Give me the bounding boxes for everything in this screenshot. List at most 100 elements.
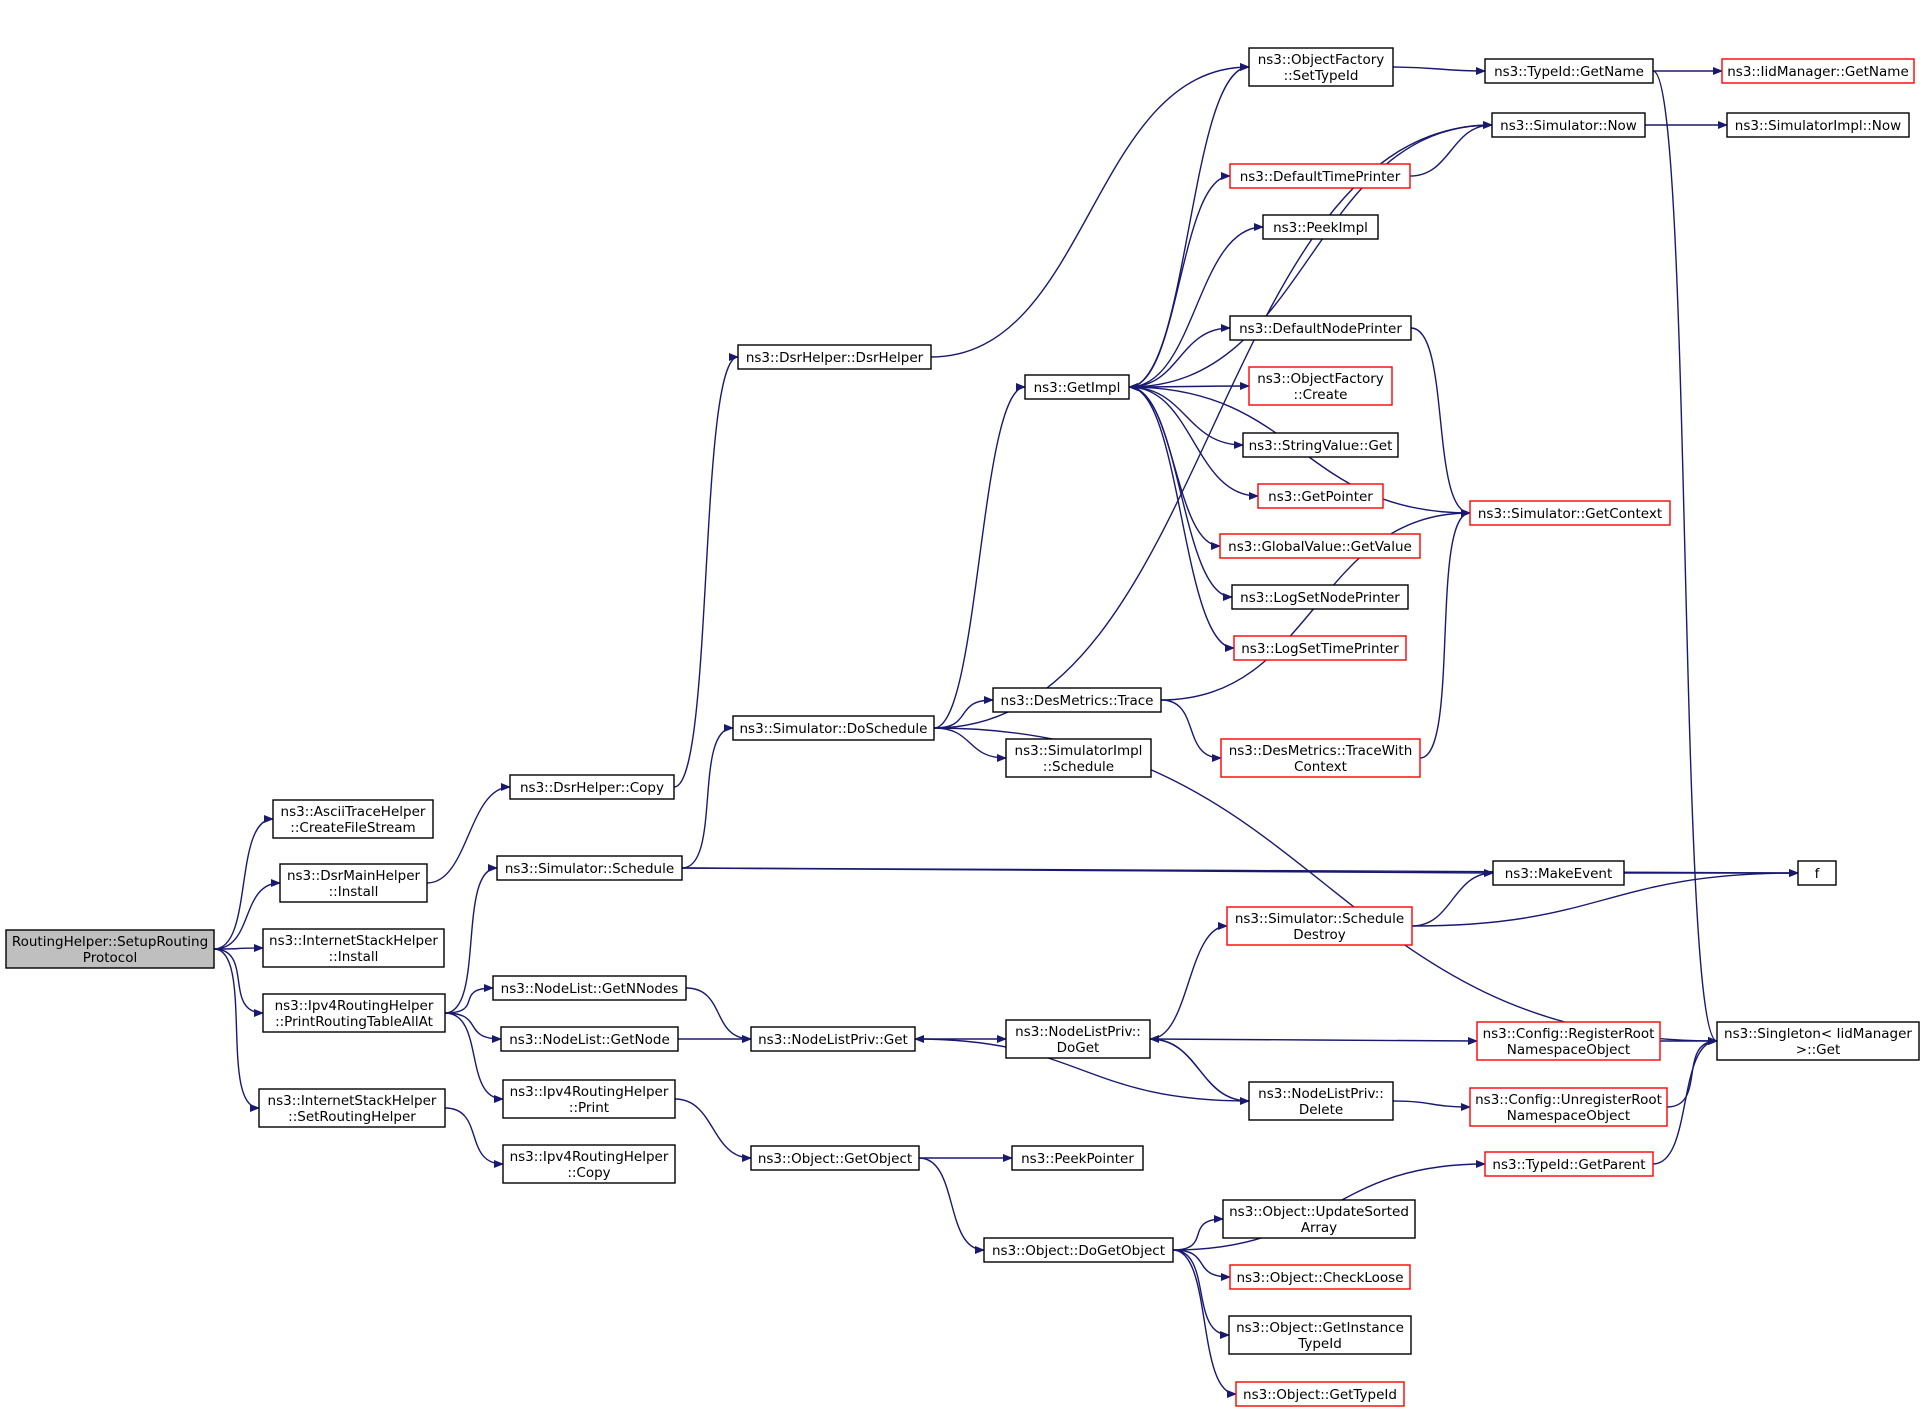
node-isinstall[interactable]: ns3::InternetStackHelper::Install bbox=[262, 928, 445, 968]
node-label: ns3::Singleton< IidManager bbox=[1724, 1026, 1912, 1042]
node-box bbox=[737, 344, 932, 370]
edge-getimpl-to-defnode bbox=[1128, 324, 1231, 388]
node-getctx[interactable]: ns3::Simulator::GetContext bbox=[1469, 500, 1671, 526]
node-getimpl[interactable]: ns3::GetImpl bbox=[1024, 374, 1130, 400]
node-box bbox=[1005, 1019, 1151, 1059]
edge-getimpl-to-getptr bbox=[1128, 386, 1259, 500]
edge-schedestroy-to-makeevent bbox=[1411, 869, 1494, 927]
edge-deftime-to-simnow bbox=[1409, 121, 1493, 177]
node-box bbox=[1716, 1021, 1920, 1061]
node-nlpget[interactable]: ns3::NodeListPriv::Get bbox=[750, 1026, 916, 1052]
node-dsrmain[interactable]: ns3::DsrMainHelper::Install bbox=[279, 863, 428, 903]
node-f[interactable]: f bbox=[1797, 860, 1837, 886]
node-tidgetname[interactable]: ns3::TypeId::GetName bbox=[1484, 58, 1654, 84]
node-label: ns3::ObjectFactory bbox=[1258, 52, 1385, 68]
node-settypeid[interactable]: ns3::ObjectFactory::SetTypeId bbox=[1248, 47, 1394, 87]
node-dosched[interactable]: ns3::Simulator::DoSchedule bbox=[732, 715, 935, 741]
node-box bbox=[1248, 47, 1394, 87]
node-checkloose[interactable]: ns3::Object::CheckLoose bbox=[1229, 1264, 1411, 1290]
node-label: ns3::ObjectFactory bbox=[1257, 371, 1384, 387]
node-setrh[interactable]: ns3::InternetStackHelper::SetRoutingHelp… bbox=[258, 1088, 446, 1128]
node-makeevent[interactable]: ns3::MakeEvent bbox=[1492, 860, 1625, 886]
node-dsrhelper[interactable]: ns3::DsrHelper::DsrHelper bbox=[737, 344, 932, 370]
node-label: DoGet bbox=[1057, 1040, 1100, 1056]
node-ascii[interactable]: ns3::AsciiTraceHelper::CreateFileStream bbox=[272, 799, 434, 839]
node-label: ns3::IidManager::GetName bbox=[1727, 64, 1909, 80]
edge-getimpl-to-deftime bbox=[1128, 172, 1231, 388]
edge-simnow-to-getimpl bbox=[1128, 124, 1493, 391]
node-label: ns3::NodeList::GetNNodes bbox=[501, 981, 679, 997]
node-strget[interactable]: ns3::StringValue::Get bbox=[1242, 432, 1399, 458]
node-label: ns3::SimulatorImpl::Now bbox=[1735, 118, 1901, 134]
node-ofcreate[interactable]: ns3::ObjectFactory::Create bbox=[1248, 366, 1393, 406]
node-schedule[interactable]: ns3::Simulator::Schedule bbox=[496, 855, 683, 881]
node-nlpdelete[interactable]: ns3::NodeListPriv::Delete bbox=[1248, 1081, 1394, 1121]
node-simimplsched[interactable]: ns3::SimulatorImpl::Schedule bbox=[1005, 738, 1152, 778]
node-box bbox=[1229, 1264, 1411, 1290]
node-unregroot[interactable]: ns3::Config::UnregisterRootNamespaceObje… bbox=[1469, 1087, 1668, 1127]
node-label: ns3::StringValue::Get bbox=[1249, 438, 1393, 454]
node-dsrcopy[interactable]: ns3::DsrHelper::Copy bbox=[509, 774, 675, 800]
node-label: ::SetTypeId bbox=[1284, 68, 1359, 84]
node-deftime[interactable]: ns3::DefaultTimePrinter bbox=[1229, 163, 1411, 189]
node-defnode[interactable]: ns3::DefaultNodePrinter bbox=[1229, 315, 1412, 341]
edge-doget-to-regroot bbox=[1149, 1036, 1478, 1045]
edge-tidgetname-to-singleton bbox=[1652, 70, 1718, 1045]
node-singleton[interactable]: ns3::Singleton< IidManager >::Get bbox=[1716, 1021, 1920, 1061]
node-getnn[interactable]: ns3::NodeList::GetNNodes bbox=[492, 975, 687, 1001]
node-box bbox=[992, 687, 1162, 713]
edge-getimpl-to-logtime bbox=[1128, 386, 1235, 652]
node-getnode[interactable]: ns3::NodeList::GetNode bbox=[500, 1026, 679, 1052]
node-printall[interactable]: ns3::Ipv4RoutingHelper::PrintRoutingTabl… bbox=[262, 993, 446, 1033]
node-trace[interactable]: ns3::DesMetrics::Trace bbox=[992, 687, 1162, 713]
edge-getparent-to-singleton bbox=[1652, 1037, 1718, 1165]
node-label: ::Schedule bbox=[1043, 759, 1114, 775]
node-label: ns3::Object::UpdateSorted bbox=[1229, 1204, 1409, 1220]
node-box bbox=[1229, 315, 1412, 341]
node-label: ns3::NodeListPriv:: bbox=[1258, 1086, 1384, 1102]
node-label: >::Get bbox=[1796, 1042, 1840, 1058]
node-simnow[interactable]: ns3::Simulator::Now bbox=[1491, 112, 1646, 138]
node-label: ns3::Object::GetInstance bbox=[1236, 1320, 1404, 1336]
node-label: ::Install bbox=[329, 949, 379, 965]
node-ipv4print[interactable]: ns3::Ipv4RoutingHelper::Print bbox=[502, 1079, 676, 1119]
node-iidgetname[interactable]: ns3::IidManager::GetName bbox=[1721, 58, 1915, 84]
node-ipv4copy[interactable]: ns3::Ipv4RoutingHelper::Copy bbox=[502, 1144, 676, 1184]
edge-dogetobj-to-getinst bbox=[1172, 1249, 1230, 1339]
node-box bbox=[750, 1145, 920, 1171]
node-simimplnow[interactable]: ns3::SimulatorImpl::Now bbox=[1726, 112, 1910, 138]
node-doget[interactable]: ns3::NodeListPriv::DoGet bbox=[1005, 1019, 1151, 1059]
node-getobject[interactable]: ns3::Object::GetObject bbox=[750, 1145, 920, 1171]
node-box bbox=[1233, 635, 1407, 661]
node-gettypeid[interactable]: ns3::Object::GetTypeId bbox=[1235, 1381, 1405, 1407]
node-gvget[interactable]: ns3::GlobalValue::GetValue bbox=[1219, 533, 1421, 559]
node-box bbox=[1262, 214, 1379, 240]
edge-dosched-to-simnow bbox=[933, 121, 1493, 729]
node-logtime[interactable]: ns3::LogSetTimePrinter bbox=[1233, 635, 1407, 661]
node-label: NamespaceObject bbox=[1507, 1042, 1630, 1058]
node-getptr[interactable]: ns3::GetPointer bbox=[1257, 483, 1384, 509]
node-peekimpl[interactable]: ns3::PeekImpl bbox=[1262, 214, 1379, 240]
edge-printall-to-ipv4print bbox=[444, 1012, 504, 1103]
node-box bbox=[1721, 58, 1915, 84]
node-label: ns3::LogSetNodePrinter bbox=[1240, 590, 1400, 606]
node-box bbox=[1235, 1381, 1405, 1407]
node-box bbox=[1797, 860, 1837, 886]
node-getparent[interactable]: ns3::TypeId::GetParent bbox=[1484, 1151, 1654, 1177]
node-label: ns3::GlobalValue::GetValue bbox=[1228, 539, 1412, 555]
node-label: ns3::Simulator::GetContext bbox=[1478, 506, 1662, 522]
edge-dogetobj-to-gettypeid bbox=[1172, 1249, 1237, 1398]
edge-doget-to-schedestroy bbox=[1149, 922, 1228, 1040]
node-lognode[interactable]: ns3::LogSetNodePrinter bbox=[1231, 584, 1409, 610]
edge-schedule-to-dosched bbox=[681, 724, 734, 869]
node-dogetobj[interactable]: ns3::Object::DoGetObject bbox=[983, 1237, 1174, 1263]
node-label: ::Print bbox=[569, 1100, 609, 1116]
node-peekptr[interactable]: ns3::PeekPointer bbox=[1011, 1145, 1144, 1171]
